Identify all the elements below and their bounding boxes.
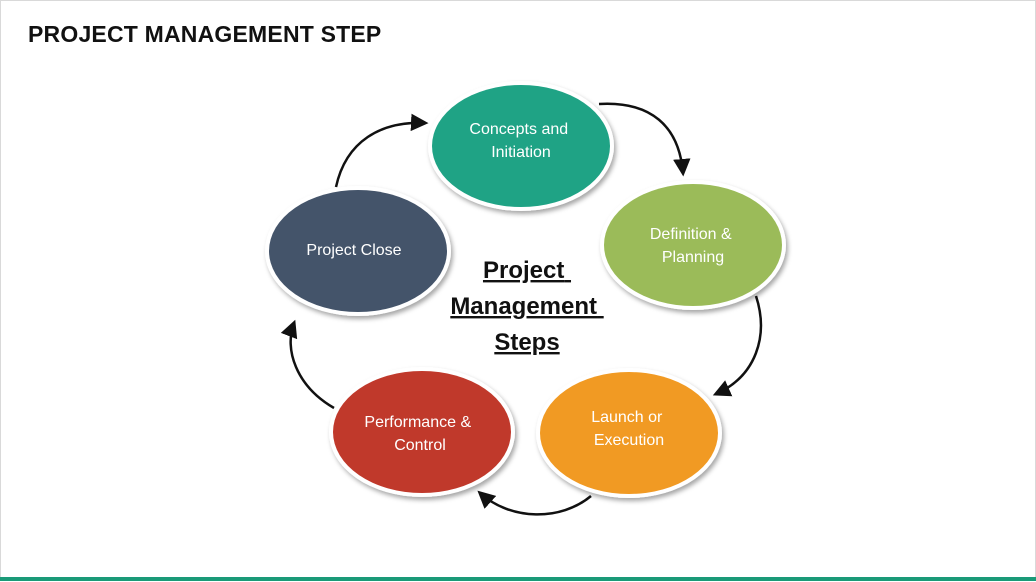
svg-text:Concepts and Initiatio: Concepts and Initiation <box>469 121 572 161</box>
step-label-line: Launch or <box>591 409 663 426</box>
step-label-line: Execution <box>594 432 664 449</box>
step-ellipse-fill <box>333 371 511 493</box>
svg-text:Launch or Execution: Launch or Execution <box>591 409 667 449</box>
svg-text:Definition & Planning: Definition & Planning <box>650 226 736 266</box>
arrow-concepts-to-definition <box>598 102 691 177</box>
arrow-performance-to-close <box>280 319 335 410</box>
step-ellipse-fill <box>269 190 447 312</box>
step-performance-and-control: Performance & Control <box>329 367 515 497</box>
arrow-launch-to-performance <box>477 490 592 516</box>
svg-text:Performance & Control: Performance & Control <box>364 414 475 454</box>
step-ellipse-fill <box>540 372 718 494</box>
step-label-line: Initiation <box>491 144 551 161</box>
step-project-close: Project Close <box>265 186 451 316</box>
center-heading: Project Management Steps <box>450 257 603 356</box>
step-label-line: Project Close <box>306 242 401 259</box>
arrow-close-to-concepts <box>334 113 429 188</box>
step-launch-or-execution: Launch or Execution <box>536 368 722 498</box>
svg-text:Project Close: Project Close <box>306 242 401 259</box>
step-definition-and-planning: Definition & Planning <box>600 180 786 310</box>
step-label-line: Performance & <box>364 414 471 431</box>
center-heading-line: Project <box>483 257 564 284</box>
step-label-line: Concepts and <box>469 121 568 138</box>
step-label-line: Control <box>394 437 446 454</box>
step-concepts-and-initiation: Concepts and Initiation <box>428 81 614 211</box>
page-title: PROJECT MANAGEMENT STEP <box>28 21 382 47</box>
center-heading-line: Management <box>450 293 597 320</box>
center-heading-line: Steps <box>494 329 559 356</box>
step-label-line: Definition & <box>650 226 732 243</box>
bottom-accent-bar <box>0 577 1036 581</box>
step-ellipse-fill <box>604 184 782 306</box>
arrow-definition-to-launch <box>712 295 763 397</box>
step-label-line: Planning <box>662 249 724 266</box>
step-ellipse-fill <box>432 85 610 207</box>
